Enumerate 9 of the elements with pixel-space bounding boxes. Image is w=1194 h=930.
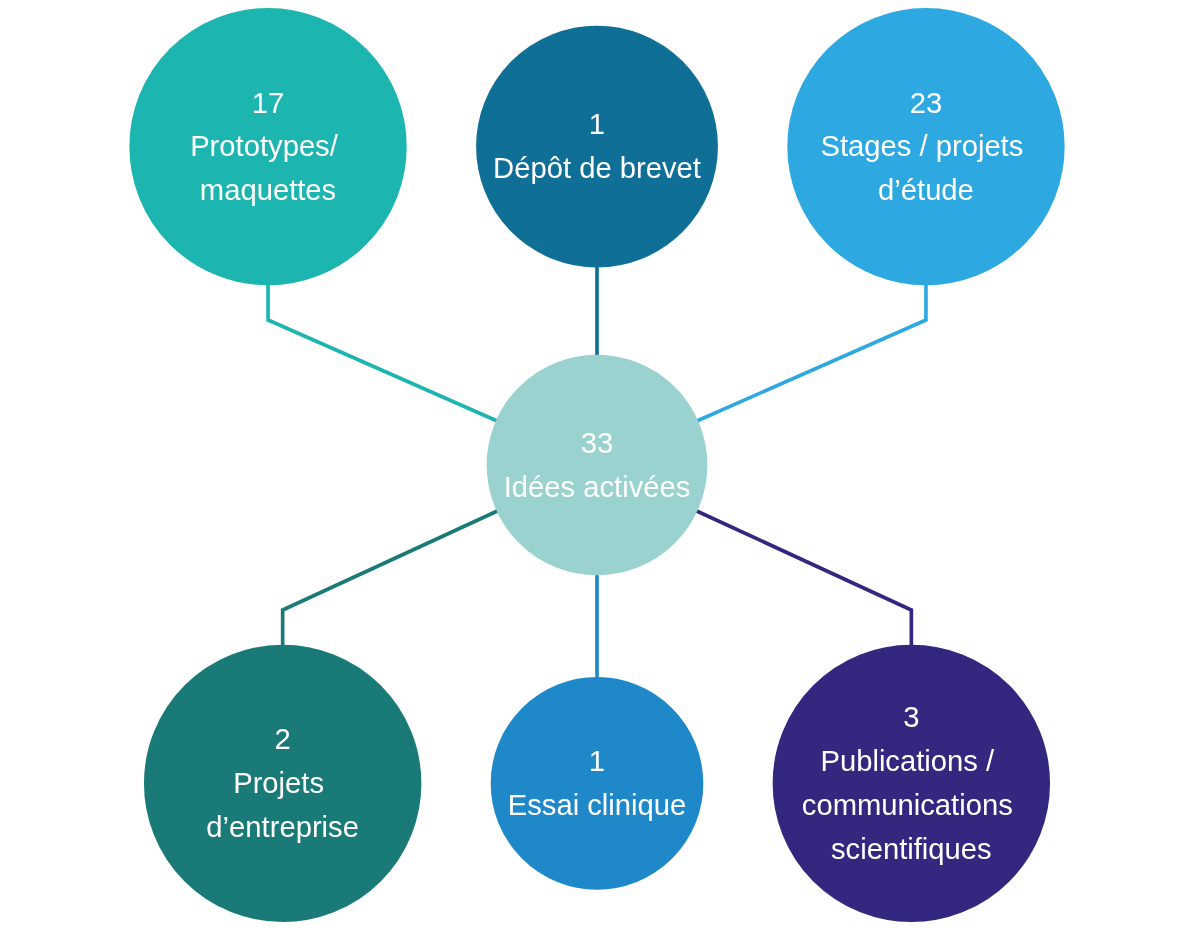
node-circle: 17 Prototypes/ maquettes [129, 7, 407, 286]
node-circle: 1 Dépôt de brevet [476, 25, 718, 268]
node-circle: 33 Idées activées [486, 354, 708, 576]
node-circle: 1 Essai clinique [490, 677, 704, 890]
node-circle: 3 Publications / communications scientifiques [772, 644, 1051, 923]
connector [595, 265, 599, 357]
connector [595, 573, 599, 679]
node-circle: 23 Stages / projets d’étude [787, 7, 1065, 286]
node-circle: 2 Projets d’entreprise [143, 644, 422, 923]
